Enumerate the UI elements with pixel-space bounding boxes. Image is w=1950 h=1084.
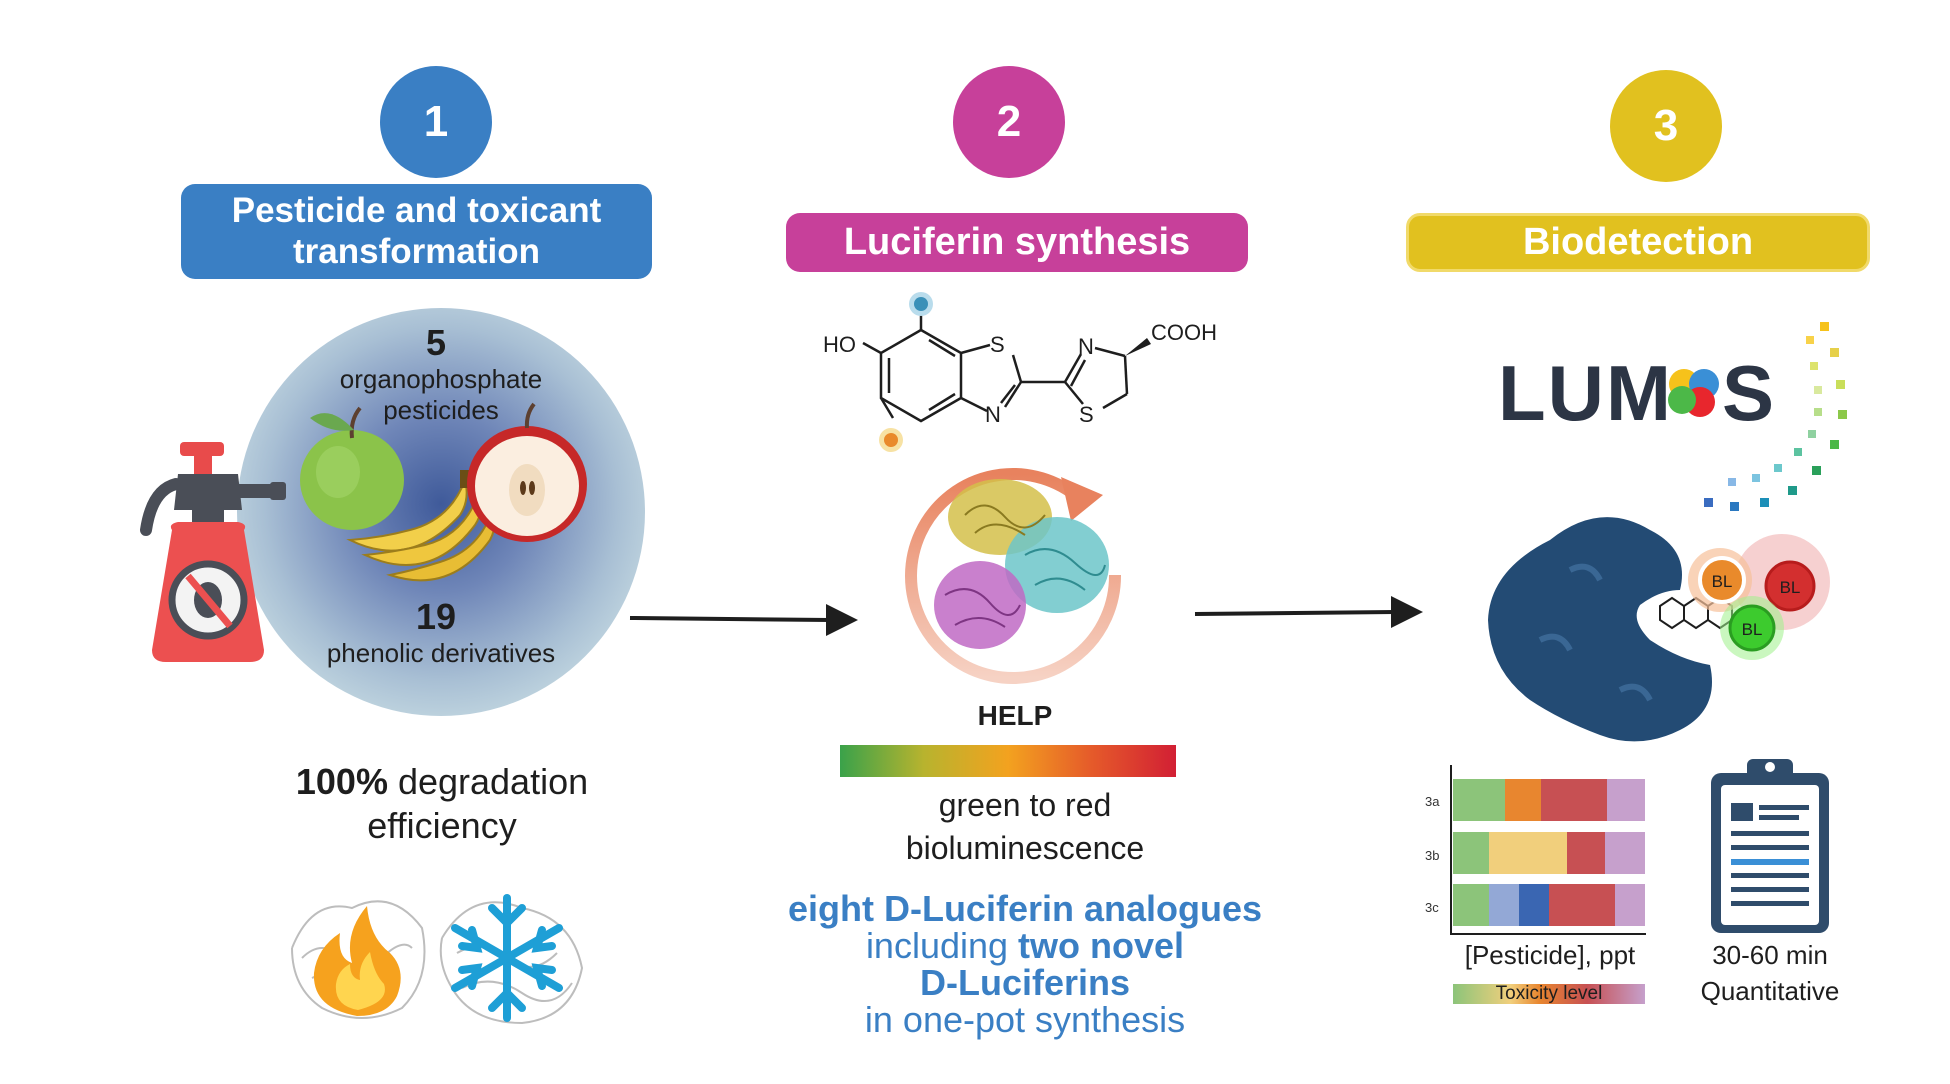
label-organophosphate-line1: organophosphate (339, 364, 543, 394)
quantitative-label: Quantitative (1700, 976, 1840, 1006)
label-phenolic: phenolic derivatives (326, 638, 556, 668)
bar-axis-horizontal (1450, 933, 1646, 935)
step-1-banner: Pesticide and toxicant transformation (181, 184, 652, 279)
label-organophosphate-line2: pesticides (383, 395, 499, 425)
bioluminescence-text: green to red bioluminescence (820, 784, 1230, 870)
bioluminescence-line1: green to red (938, 787, 1112, 823)
chem-ho: HO (823, 332, 856, 357)
step-2-banner: Luciferin synthesis (786, 213, 1248, 272)
chem-s1: S (990, 332, 1005, 357)
bar-axis-vertical (1450, 765, 1452, 935)
x-axis-label: [Pesticide], ppt (1464, 940, 1636, 970)
toxicity-scale-bar (1453, 984, 1645, 1004)
chem-s2: S (1079, 402, 1094, 427)
arrow-2-to-3 (1194, 596, 1423, 628)
bioluminescence-line2: bioluminescence (905, 830, 1145, 866)
chem-cooh: COOH (1151, 320, 1217, 345)
degradation-word: degradation (387, 761, 589, 802)
row-label-3b: 3b (1425, 848, 1440, 863)
fire-icon (313, 906, 401, 1016)
luciferase-enzyme-icon (1488, 517, 1712, 742)
chem-n1: N (985, 402, 1001, 427)
lumos-logo-left: LUM (1498, 349, 1673, 437)
bar-row-3c (1453, 884, 1645, 926)
color-gradient-bar (840, 745, 1176, 777)
analogues-line1: eight D-Luciferin analogues (787, 888, 1263, 929)
degradation-text: 100% degradation efficiency (232, 760, 652, 848)
analogues-line2-regular: including (865, 925, 1019, 966)
step-3-banner: Biodetection (1406, 213, 1870, 272)
time-label: 30-60 min (1712, 940, 1828, 970)
row-label-3a: 3a (1425, 794, 1440, 809)
step-3-circle: 3 (1610, 70, 1722, 182)
count-organophosphate: 5 (425, 322, 447, 363)
heat-cold-stability-illustration (291, 894, 584, 1025)
luciferin-structure: HO S N N S COOH (823, 292, 1217, 452)
row-label-3c: 3c (1425, 900, 1439, 915)
chem-n2: N (1078, 334, 1094, 359)
bl-label-green: BL (1742, 620, 1763, 639)
protein-structure-icon (934, 479, 1109, 649)
lumos-rays-icon (1704, 322, 1847, 511)
analogues-line3: D-Luciferins (919, 962, 1131, 1003)
step-1-circle: 1 (380, 66, 492, 178)
clipboard-icon (1711, 759, 1829, 933)
enzyme-cycle-illustration (905, 468, 1122, 684)
arrow-1-to-2 (629, 604, 858, 636)
toxicity-label: Toxicity level (1495, 983, 1603, 1004)
half-apple-icon (467, 402, 587, 542)
green-apple-icon (300, 406, 404, 530)
bl-label-orange: BL (1712, 572, 1733, 591)
lumos-logo-o-icon (1668, 369, 1719, 417)
analogues-text: eight D-Luciferin analogues including tw… (750, 890, 1300, 1038)
step-2-circle: 2 (953, 66, 1065, 178)
degradation-line2: efficiency (367, 805, 517, 846)
bl-label-red: BL (1780, 578, 1801, 597)
label-organophosphate: organophosphate pesticides (301, 364, 581, 426)
bar-row-3b (1453, 832, 1645, 874)
fruit-illustration (300, 402, 587, 582)
count-phenolic: 19 (415, 596, 457, 637)
degradation-percent: 100% (295, 761, 388, 802)
bar-row-3a (1453, 779, 1645, 821)
analogues-line4: in one-pot synthesis (864, 999, 1186, 1040)
degradation-line1: 100% degradation (232, 760, 652, 804)
spray-bottle-icon (140, 442, 286, 662)
lumos-logo-right: S (1722, 349, 1775, 437)
enzyme-label: HELP (977, 700, 1053, 731)
cycle-arrowhead (1061, 477, 1103, 521)
luciferase-binding-illustration: BL BL BL (1488, 517, 1830, 742)
snowflake-icon (451, 894, 563, 1022)
analogues-line2-bold: two novel (1018, 925, 1185, 966)
